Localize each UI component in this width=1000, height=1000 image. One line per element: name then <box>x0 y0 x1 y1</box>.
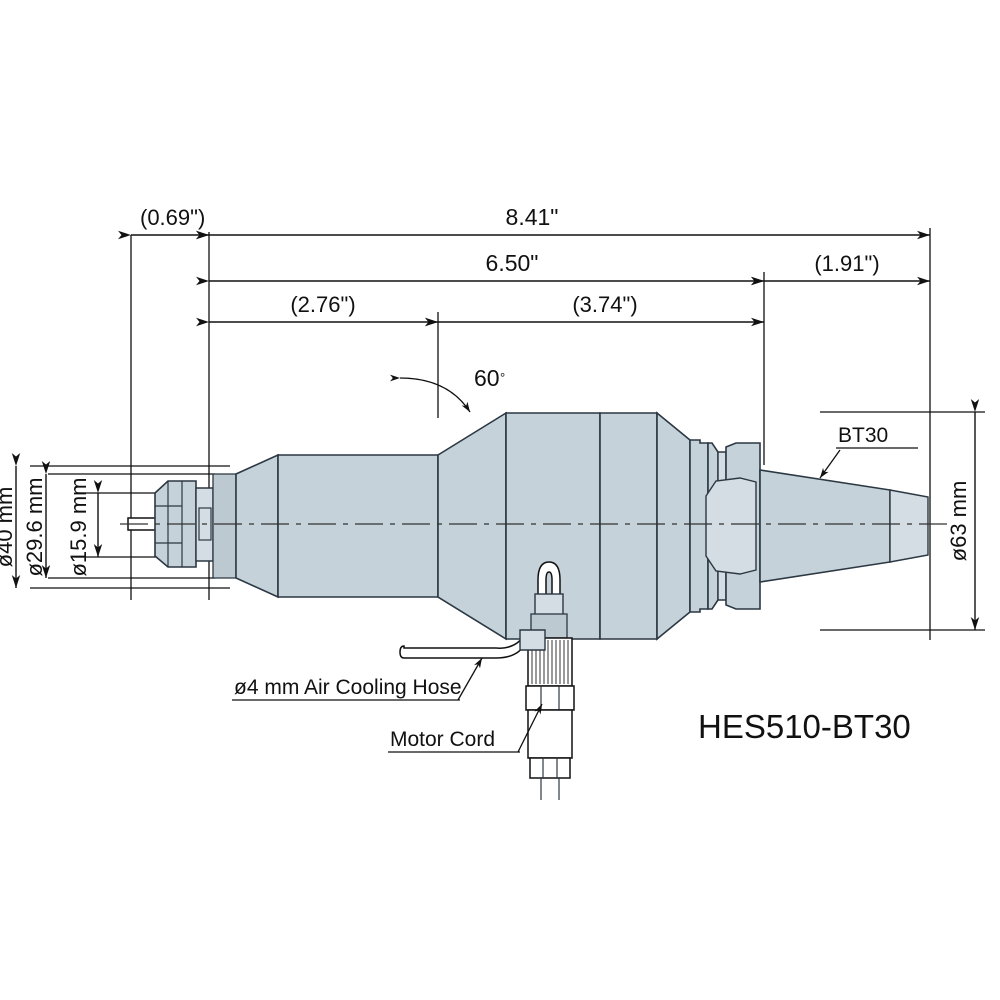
hex-nut-upper <box>525 685 575 711</box>
dim-dia-15-9-label: ø15.9 mm <box>66 477 91 576</box>
dim-2-76: (2.76") <box>196 292 438 327</box>
dim-2-76-label: (2.76") <box>290 292 355 317</box>
dim-0-69: (0.69") <box>118 205 209 240</box>
angle-callout-60: 60 ° <box>389 365 505 413</box>
bt30-leader-line <box>819 449 841 479</box>
dim-3-74: (3.74") <box>425 292 764 327</box>
part-name-label: HES510-BT30 <box>698 708 911 745</box>
callout-motor-cord: Motor Cord <box>388 703 543 753</box>
pull-stud <box>889 489 929 563</box>
eyelet-loop <box>537 561 561 597</box>
nose-sleeve <box>212 473 237 579</box>
motor-cord-leader-line <box>517 703 543 753</box>
bt30-taper-shank <box>759 469 891 583</box>
dim-dia-63-label: ø63 mm <box>946 481 971 562</box>
hose-fitting <box>519 629 546 651</box>
dim-1-91-label: (1.91") <box>814 251 879 276</box>
drive-key-ball <box>705 477 757 575</box>
cone-60deg <box>437 411 507 641</box>
dim-dia-29-6-label: ø29.6 mm <box>22 477 47 576</box>
callout-bt30: BT30 <box>819 424 918 479</box>
dim-dia-29-6: ø29.6 mm <box>22 461 51 578</box>
main-barrel <box>277 454 439 598</box>
dim-0-69-label: (0.69") <box>140 205 205 230</box>
bt30-label: BT30 <box>838 424 888 447</box>
air-cooling-hose <box>399 629 546 659</box>
rear-taper <box>656 411 691 641</box>
hex-nut-lower <box>529 757 571 779</box>
dim-1-91: (1.91") <box>751 251 930 286</box>
dim-8-41: 8.41" <box>196 204 930 240</box>
dim-6-50-label: 6.50" <box>486 250 539 276</box>
connector-assembly <box>525 561 575 800</box>
dim-dia-40-label: ø40 mm <box>0 487 17 568</box>
air-hose-label: ø4 mm Air Cooling Hose <box>234 676 462 699</box>
dim-dia-15-9: ø15.9 mm <box>66 477 103 577</box>
dim-dia-63: ø63 mm <box>820 399 985 631</box>
motor-cord-body <box>527 709 573 759</box>
dim-6-50: 6.50" <box>196 250 764 286</box>
dim-dia-40: ø40 mm <box>0 453 21 588</box>
motor-housing-b <box>599 412 658 640</box>
motor-cord-label: Motor Cord <box>390 728 495 751</box>
callout-air-cooling-hose: ø4 mm Air Cooling Hose <box>232 657 483 701</box>
spindle-body <box>120 411 952 641</box>
angle-label: 60 <box>474 365 500 391</box>
horizontal-dimension-set: (0.69") 8.41" 6.50" (1.91") (2.76") (3.7… <box>118 204 930 327</box>
dim-8-41-label: 8.41" <box>506 204 559 230</box>
vertical-dimension-set-left: ø40 mm ø29.6 mm ø15.9 mm <box>0 453 230 589</box>
nose-cone <box>235 453 279 599</box>
angle-degree-symbol: ° <box>500 370 505 385</box>
air-hose-leader-line <box>457 657 483 701</box>
angle-arc <box>389 374 471 413</box>
connector-cap <box>534 593 564 617</box>
hose-tube <box>399 629 528 659</box>
dim-3-74-label: (3.74") <box>572 292 637 317</box>
